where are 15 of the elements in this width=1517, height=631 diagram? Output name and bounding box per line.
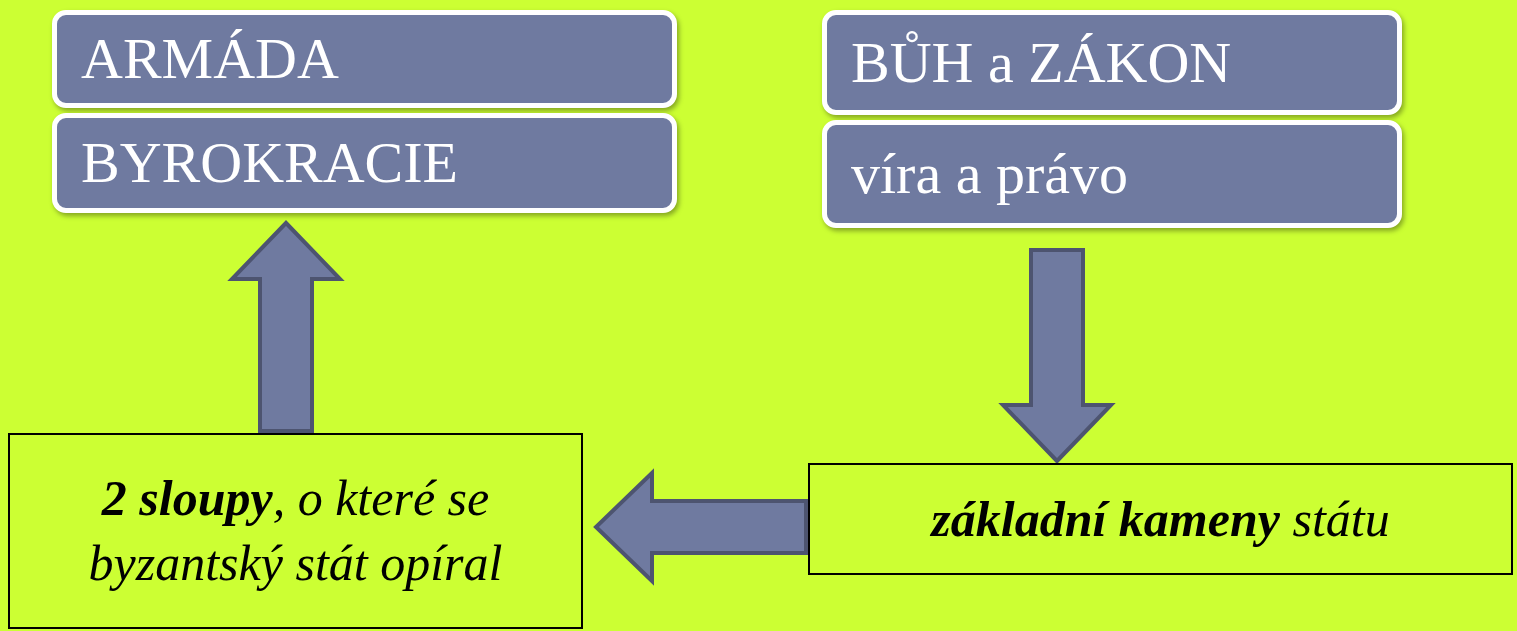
block-arrow (227, 220, 345, 433)
outlined-box (808, 463, 1513, 575)
rounded-box (822, 120, 1402, 228)
box-label: ARMÁDA (81, 30, 339, 88)
rounded-box (822, 10, 1402, 115)
box-label: BYROKRACIE (81, 134, 459, 192)
box-label: víra a právo (851, 145, 1128, 203)
block-arrow (593, 468, 808, 586)
box-label: BŮH a ZÁKON (851, 33, 1232, 92)
box-label: základní kameny státu (931, 489, 1390, 549)
rounded-box (52, 113, 677, 213)
block-arrow (998, 248, 1116, 464)
outlined-box (8, 433, 583, 629)
rounded-box (52, 10, 677, 108)
box-label: 2 sloupy, o které se byzantský stát opíral (87, 469, 504, 593)
